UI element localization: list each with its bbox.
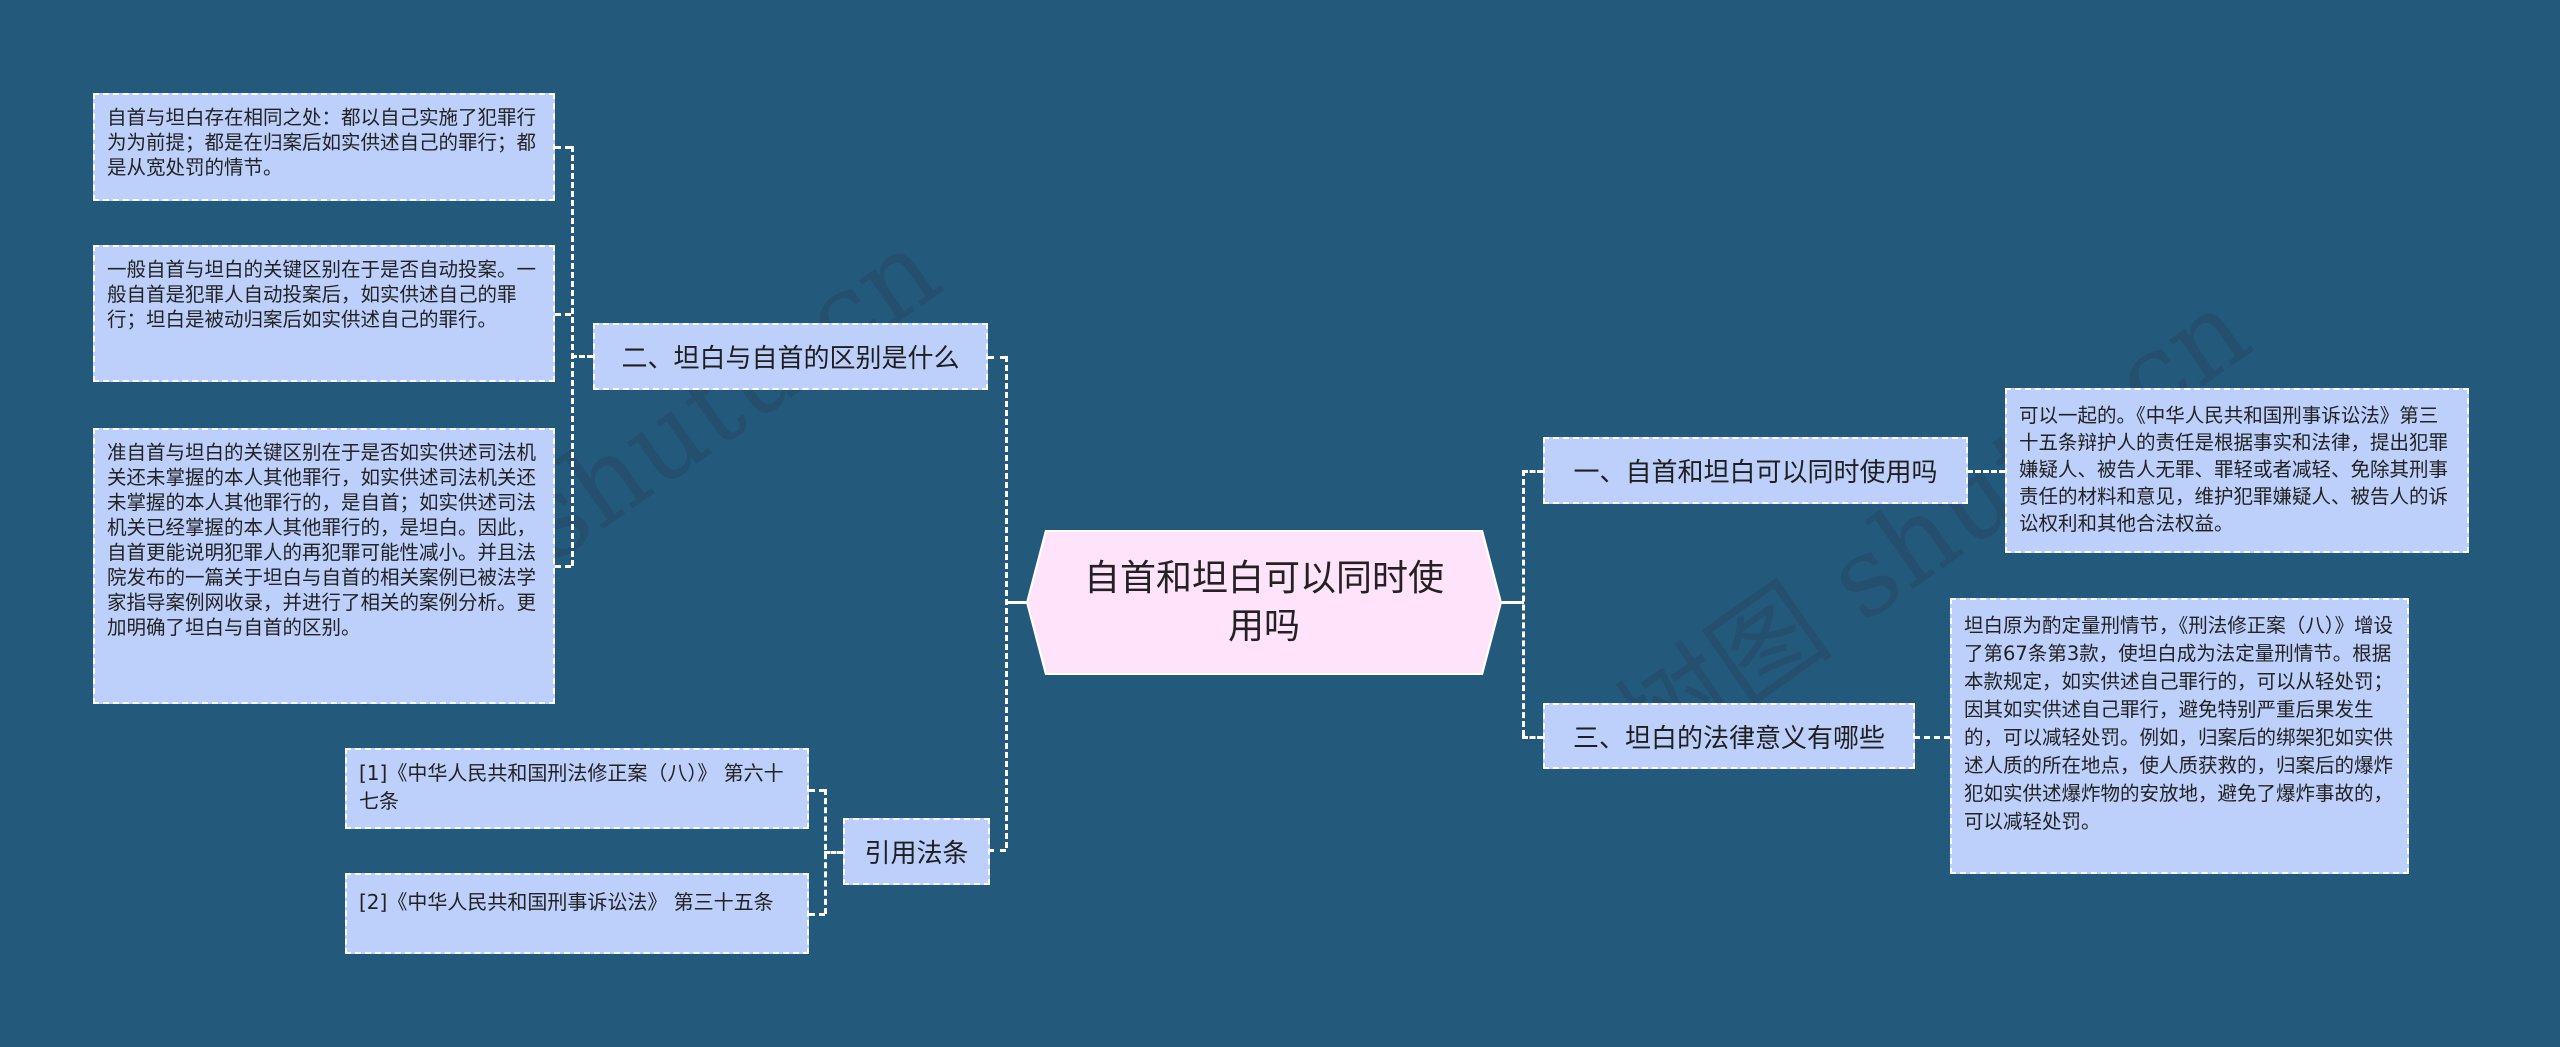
connector <box>571 355 593 358</box>
connector <box>1522 470 1543 473</box>
leaf-text: 可以一起的。《中华人民共和国刑事诉讼法》第三十五条辩护人的责任是根据事实和法律，… <box>2019 404 2449 535</box>
leaf-text: 一般自首与坦白的关键区别在于是否自动投案。一般自首是犯罪人自动投案后，如实供述自… <box>107 258 537 331</box>
connector <box>988 356 1006 359</box>
citation-text: [1]《中华人民共和国刑法修正案（八）》 第六十七条 <box>359 761 784 813</box>
connector <box>1914 736 1950 739</box>
connector <box>1500 601 1524 604</box>
root-title: 自首和坦白可以同时使用吗 <box>1083 557 1444 647</box>
connector <box>555 313 571 316</box>
leaf-similarities[interactable]: 自首与坦白存在相同之处：都以自己实施了犯罪行为为前提；都是在归案后如实供述自己的… <box>93 93 555 201</box>
leaf-text: 坦白原为酌定量刑情节，《刑法修正案（八）》增设了第67条第3款，使坦白成为法定量… <box>1964 614 2394 833</box>
branch-label: 二、坦白与自首的区别是什么 <box>621 344 960 374</box>
branch-label: 引用法条 <box>864 839 969 869</box>
leaf-concurrent-use[interactable]: 可以一起的。《中华人民共和国刑事诉讼法》第三十五条辩护人的责任是根据事实和法律，… <box>2005 388 2469 553</box>
leaf-quasi-surrender-difference[interactable]: 准自首与坦白的关键区别在于是否如实供述司法机关还未掌握的本人其他罪行，如实供述司… <box>93 428 555 704</box>
branch-concurrent-use[interactable]: 一、自首和坦白可以同时使用吗 <box>1543 437 1968 504</box>
branch-label: 三、坦白的法律意义有哪些 <box>1572 723 1885 754</box>
branch-citations[interactable]: 引用法条 <box>843 818 990 885</box>
connector <box>809 913 825 916</box>
connector <box>809 789 825 792</box>
connector <box>555 146 571 149</box>
connector <box>1522 736 1543 739</box>
branch-legal-meaning[interactable]: 三、坦白的法律意义有哪些 <box>1543 703 1915 769</box>
root-node[interactable]: 自首和坦白可以同时使用吗 <box>1028 532 1500 673</box>
connector <box>1005 601 1029 604</box>
leaf-general-surrender-difference[interactable]: 一般自首与坦白的关键区别在于是否自动投案。一般自首是犯罪人自动投案后，如实供述自… <box>93 245 555 382</box>
branch-label: 一、自首和坦白可以同时使用吗 <box>1573 458 1938 488</box>
leaf-text: 自首与坦白存在相同之处：都以自己实施了犯罪行为为前提；都是在归案后如实供述自己的… <box>107 106 537 179</box>
connector <box>1522 470 1525 736</box>
connector <box>988 849 1006 852</box>
connector <box>1967 470 2005 473</box>
leaf-text: 准自首与坦白的关键区别在于是否如实供述司法机关还未掌握的本人其他罪行，如实供述司… <box>107 441 537 639</box>
connector <box>555 565 571 568</box>
leaf-legal-meaning[interactable]: 坦白原为酌定量刑情节，《刑法修正案（八）》增设了第67条第3款，使坦白成为法定量… <box>1950 598 2409 874</box>
citation-1[interactable]: [1]《中华人民共和国刑法修正案（八）》 第六十七条 <box>345 748 809 829</box>
connector <box>824 851 843 854</box>
citation-2[interactable]: [2]《中华人民共和国刑事诉讼法》 第三十五条 <box>345 873 809 954</box>
branch-difference[interactable]: 二、坦白与自首的区别是什么 <box>593 323 988 390</box>
citation-text: [2]《中华人民共和国刑事诉讼法》 第三十五条 <box>359 890 774 914</box>
